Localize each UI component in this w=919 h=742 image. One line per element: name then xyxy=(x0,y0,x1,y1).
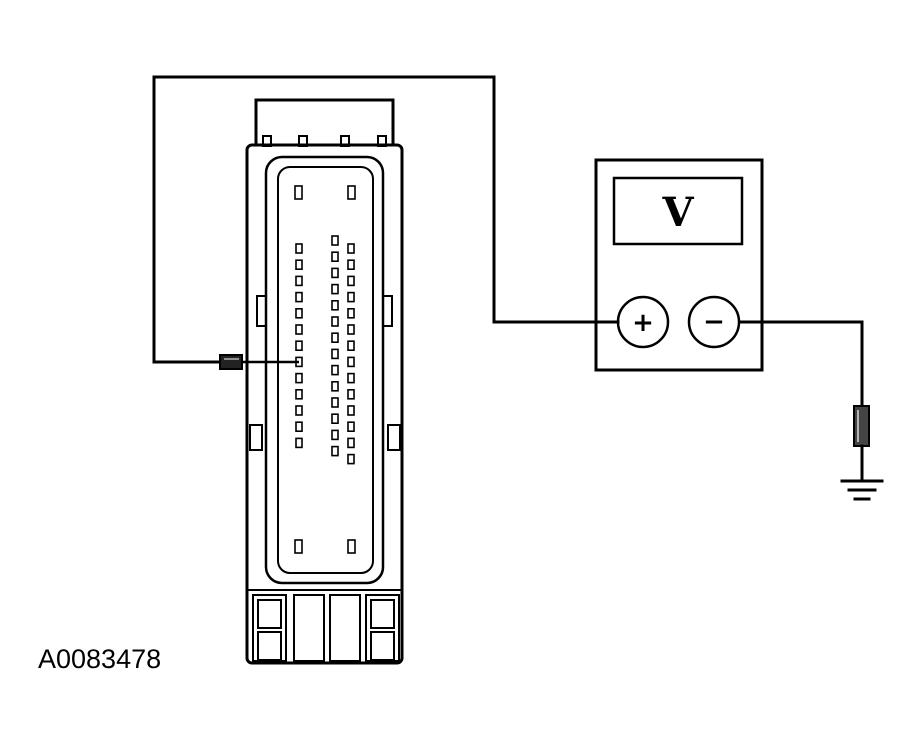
connector-top-bracket xyxy=(254,98,395,147)
pin-cavity xyxy=(347,243,355,254)
pin-cavity xyxy=(347,453,355,465)
test-lead-negative-wire xyxy=(738,320,864,410)
back-probe-icon xyxy=(219,354,299,370)
pin-cavity xyxy=(295,388,303,400)
electrical-connector xyxy=(245,98,404,665)
pin-cavity xyxy=(331,267,339,279)
pin-cavity xyxy=(331,235,339,246)
voltmeter-symbol: V xyxy=(661,189,694,236)
pin-cavity xyxy=(347,324,355,335)
pin-cavity xyxy=(331,283,339,295)
connector-housing xyxy=(245,143,404,665)
pin-cavity xyxy=(295,405,303,416)
negative-terminal xyxy=(687,295,741,349)
pin-cavity xyxy=(347,340,355,352)
pin-cavity xyxy=(331,413,339,425)
pin-cavity xyxy=(347,372,355,384)
pin-cavity xyxy=(331,251,339,262)
pin-cavity xyxy=(295,340,303,352)
connector-lock-center-left xyxy=(293,594,325,662)
pin-cavity xyxy=(331,299,339,311)
pin-cavity xyxy=(331,445,339,457)
figure-id: A0083478 xyxy=(38,644,161,674)
pin-cavity xyxy=(331,332,339,344)
pin-cavity xyxy=(295,243,303,254)
pin-cavities xyxy=(295,235,355,465)
pin-cavity xyxy=(347,388,355,400)
positive-terminal-label: + xyxy=(632,308,654,338)
pin-cavity xyxy=(347,275,355,287)
pin-cavity xyxy=(347,437,355,449)
pin-cavity xyxy=(347,259,355,271)
pin-cavity xyxy=(347,356,355,368)
pin-cavity xyxy=(331,364,339,376)
test-lead-positive-wire xyxy=(152,75,620,364)
negative-terminal-label: − xyxy=(703,307,725,337)
connector-face-outer xyxy=(264,155,385,585)
voltmeter-body xyxy=(594,158,764,372)
pin-cavity xyxy=(295,307,303,319)
pin-cavity xyxy=(331,316,339,327)
pin-cavity xyxy=(347,307,355,319)
ground-symbol-icon xyxy=(840,479,884,501)
pin-cavity xyxy=(295,421,303,433)
connector-face-inner xyxy=(277,166,374,574)
pin-cavity xyxy=(295,324,303,335)
ground-clip-icon xyxy=(853,405,870,482)
pin-cavity xyxy=(295,291,303,303)
pin-cavity xyxy=(295,259,303,271)
connector-lock-center-right xyxy=(329,594,361,662)
pin-cavity xyxy=(331,397,339,408)
voltmeter: V + − xyxy=(594,158,764,372)
pin-cavity xyxy=(331,348,339,360)
voltmeter-display xyxy=(612,176,744,246)
pin-cavity xyxy=(331,429,339,441)
pin-cavity xyxy=(347,405,355,416)
pin-cavity xyxy=(295,437,303,449)
positive-terminal xyxy=(616,295,670,349)
pin-cavity xyxy=(347,421,355,433)
pin-cavity xyxy=(331,380,339,392)
pin-cavity xyxy=(295,372,303,384)
pin-cavity xyxy=(295,275,303,287)
pin-cavity xyxy=(347,291,355,303)
